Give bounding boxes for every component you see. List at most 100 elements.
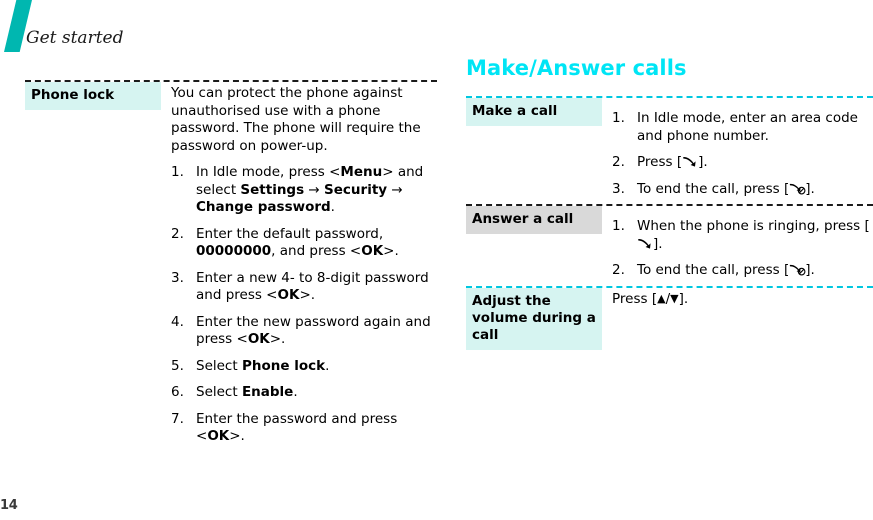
step-item: 6. Select Enable.: [171, 384, 437, 402]
end-call-key-icon: [789, 181, 806, 195]
step-item: 3. Enter a new 4- to 8-digit password and…: [171, 270, 437, 305]
step-item: 1. In Idle mode, enter an area code and p…: [612, 110, 873, 145]
step-text: To end the call, press [].: [637, 262, 815, 278]
emphasis-text: Menu: [340, 164, 383, 180]
running-head-title: Get started: [26, 28, 124, 48]
emphasis-text: OK: [207, 428, 230, 444]
row-definition: You can protect the phone against unauth…: [161, 82, 437, 452]
body-text: Press [: [637, 154, 683, 170]
body-text: Select: [196, 357, 242, 374]
step-item: 4. Enter the new password again and press…: [171, 314, 437, 349]
volume-down-arrow-icon: ▼: [670, 291, 679, 305]
step-list: 1. In Idle mode, enter an area code and p…: [612, 110, 873, 198]
emphasis-text: Settings: [240, 181, 305, 198]
emphasis-text: OK: [247, 331, 270, 347]
table-row: Make a call 1. In Idle mode, enter an area…: [466, 98, 873, 204]
body-text: .: [330, 199, 335, 215]
intro-paragraph: Press [▲/▼].: [612, 291, 873, 309]
row-definition: Press [▲/▼].: [602, 288, 873, 315]
step-text: Select Phone lock.: [196, 358, 329, 374]
emphasis-text: Security: [324, 181, 388, 198]
step-item: 7.Enter the password and press <OK>.: [171, 411, 437, 446]
step-number: 5.: [171, 357, 184, 374]
call-key-icon: [682, 154, 698, 168]
step-item: 2. Press [].: [612, 154, 873, 172]
end-call-key-icon: [789, 262, 806, 276]
section-title: Make/Answer calls: [466, 56, 687, 80]
body-text: .: [325, 357, 330, 374]
body-text: In Idle mode, enter an area code and pho…: [637, 110, 858, 144]
row-definition: 1.When the phone is ringing, press [].2.…: [602, 206, 873, 286]
step-item: 1. When the phone is ringing, press [].: [612, 218, 873, 253]
body-text: ].: [678, 290, 689, 307]
body-text: >.: [383, 243, 399, 259]
call-key-icon: [637, 236, 653, 250]
body-text: Enter the new password again and press <: [196, 313, 431, 348]
step-item: 1.In Idle mode, press <Menu> and select …: [171, 164, 437, 217]
body-text: /: [665, 290, 671, 307]
step-text: To end the call, press [].: [637, 181, 815, 197]
step-number: 6.: [171, 384, 184, 400]
step-text: Press [].: [637, 154, 708, 170]
body-text: Select: [196, 384, 242, 400]
body-text: >.: [229, 428, 245, 444]
step-item: 2. Enter the default password, 00000000, …: [171, 226, 437, 261]
page-number: 14: [0, 498, 18, 513]
step-number: 1.: [612, 218, 625, 234]
body-text: ].: [805, 262, 815, 278]
row-term-label: Phone lock: [25, 82, 161, 110]
row-divider: [466, 285, 873, 288]
step-number: 3.: [171, 269, 184, 286]
row-divider: [25, 80, 437, 82]
step-text: Enter the new password again and press <…: [196, 314, 431, 348]
row-divider: [466, 96, 873, 98]
running-header: Get started: [0, 0, 440, 60]
step-number: 1.: [612, 110, 625, 126]
body-text: >.: [269, 331, 286, 347]
step-text: Enter the password and press <OK>.: [196, 411, 397, 445]
step-number: 4.: [171, 313, 184, 330]
body-text: ].: [653, 235, 663, 252]
step-item: 5. Select Phone lock.: [171, 358, 437, 376]
step-text: In Idle mode, enter an area code and pho…: [637, 110, 858, 144]
step-text: When the phone is ringing, press [].: [637, 218, 870, 252]
row-term-label: Answer a call: [466, 206, 602, 234]
body-text: Enter a new 4- to 8-digit password and p…: [196, 269, 429, 304]
body-text: Press [: [612, 290, 658, 307]
emphasis-text: Change password: [196, 199, 331, 215]
volume-up-arrow-icon: ▲: [657, 291, 666, 305]
emphasis-text: Enable: [241, 384, 294, 400]
body-text: > and select: [196, 164, 424, 198]
body-text: ].: [805, 180, 815, 197]
emphasis-text: OK: [361, 243, 384, 259]
step-number: 2.: [612, 154, 625, 170]
step-text: Enter the default password, 00000000, an…: [196, 226, 399, 260]
step-number: 3.: [612, 180, 625, 197]
step-text: Enter a new 4- to 8-digit password and p…: [196, 270, 429, 304]
step-list: 1.In Idle mode, press <Menu> and select …: [171, 164, 437, 446]
row-definition: 1. In Idle mode, enter an area code and p…: [602, 98, 873, 204]
step-number: 2.: [171, 225, 184, 242]
step-item: 2. To end the call, press [].: [612, 262, 873, 280]
right-column-table: Make a call 1. In Idle mode, enter an area…: [466, 96, 873, 350]
body-text: >.: [299, 287, 316, 303]
body-text: .: [293, 384, 298, 400]
body-text: To end the call, press [: [637, 262, 790, 278]
body-text: Enter the password and press <: [196, 410, 398, 445]
body-text: →: [304, 181, 325, 198]
table-row: Answer a call 1. When the phone is ringing…: [466, 206, 873, 286]
body-text: To end the call, press [: [637, 180, 790, 197]
body-text: When the phone is ringing, press [: [637, 218, 870, 234]
step-text: Select Enable.: [196, 384, 298, 400]
row-term-label: Make a call: [466, 98, 602, 126]
body-text: , and press <: [271, 243, 362, 259]
row-term-label: Adjust the volume during a call: [466, 287, 602, 350]
emphasis-text: 00000000: [196, 243, 272, 259]
step-number: 2.: [612, 262, 625, 278]
table-row: Adjust the volume during a call Press [▲/…: [466, 287, 873, 350]
step-item: 3. To end the call, press [].: [612, 181, 873, 199]
body-text: Enter the default password,: [196, 225, 384, 242]
row-divider: [466, 204, 873, 206]
